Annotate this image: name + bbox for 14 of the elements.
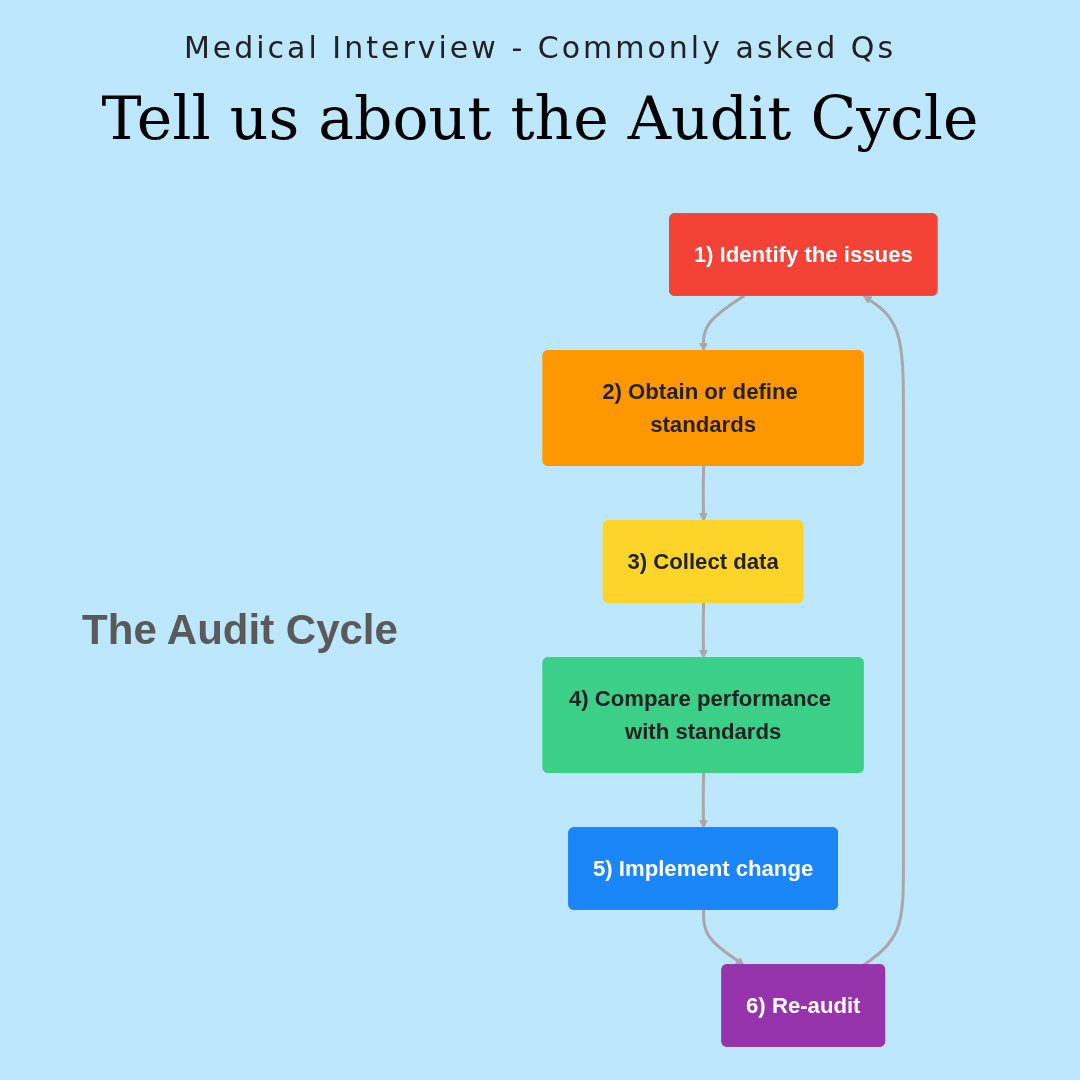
center-label: The Audit Cycle — [82, 606, 398, 654]
step-box: 2) Obtain or define standards — [542, 350, 864, 466]
arrow — [699, 772, 708, 829]
step-box: 3) Collect data — [602, 520, 804, 603]
subtitle: Medical Interview - Commonly asked Qs — [183, 30, 897, 65]
arrow — [699, 465, 708, 522]
step-box: 5) Implement change — [568, 827, 838, 910]
step-box: 1) Identify the issues — [669, 213, 938, 296]
arrow — [702, 909, 745, 966]
step-box: 6) Re-audit — [721, 964, 886, 1047]
step-box: 4) Compare performance with standards — [542, 657, 864, 773]
title: Tell us about the Audit Cycle — [101, 83, 979, 153]
arrow — [699, 602, 708, 659]
arrow — [699, 294, 745, 352]
